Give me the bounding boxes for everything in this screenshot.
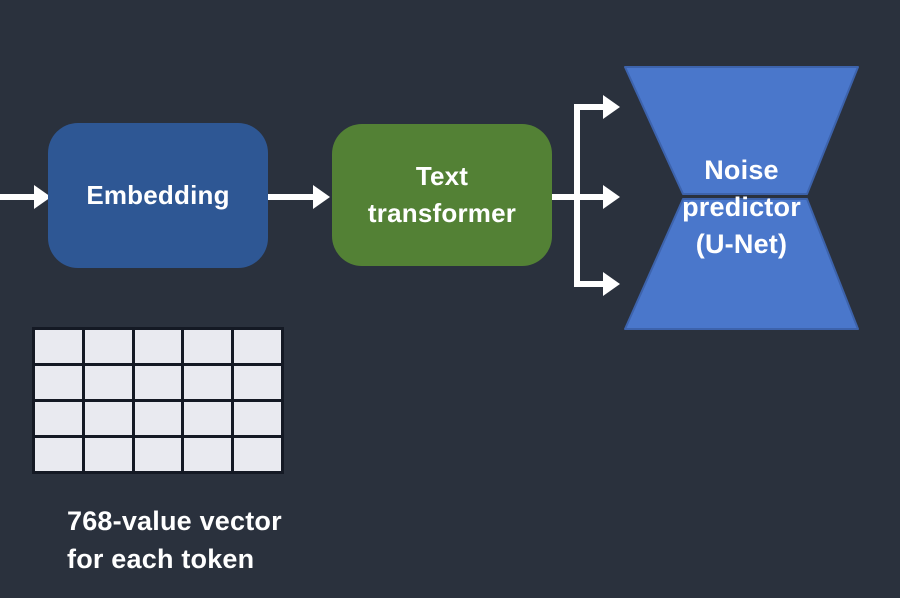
vector-grid-cell bbox=[35, 366, 82, 399]
vector-grid-cell bbox=[134, 438, 182, 471]
vector-grid-cell bbox=[234, 438, 281, 471]
vector-grid-cell bbox=[35, 402, 82, 435]
funnel-bottom-trapezoid bbox=[624, 198, 859, 330]
vector-grid-cell bbox=[84, 366, 132, 399]
vector-grid-cell bbox=[184, 438, 232, 471]
vector-grid-cell bbox=[134, 330, 182, 363]
noise-predictor-label-line1: Noise bbox=[704, 155, 779, 185]
noise-predictor-shape bbox=[624, 66, 859, 330]
vector-grid-cell bbox=[84, 402, 132, 435]
branch-arrow-top bbox=[577, 95, 620, 119]
branch-arrow-middle bbox=[577, 185, 620, 209]
noise-predictor-label-line3: (U-Net) bbox=[695, 229, 788, 259]
vector-grid-cell bbox=[134, 402, 182, 435]
node-text-transformer-label-line2: transformer bbox=[367, 198, 517, 228]
vector-grid-cell bbox=[35, 438, 82, 471]
embedding-to-transformer-arrow bbox=[268, 185, 330, 209]
funnel-top-trapezoid bbox=[624, 66, 859, 195]
node-embedding: Embedding bbox=[48, 123, 268, 268]
vector-caption: 768-value vector for each token bbox=[67, 502, 282, 578]
vector-caption-line1: 768-value vector bbox=[67, 506, 282, 536]
vector-grid bbox=[32, 327, 284, 474]
noise-predictor-label-line2: predictor bbox=[682, 192, 801, 222]
vector-grid-cell bbox=[184, 402, 232, 435]
vector-grid-cell bbox=[35, 330, 82, 363]
vector-grid-cell bbox=[134, 366, 182, 399]
node-noise-predictor-label: Noise predictor (U-Net) bbox=[625, 152, 858, 263]
vector-grid-cell bbox=[234, 330, 281, 363]
branch-arrow-bottom bbox=[577, 272, 620, 296]
node-embedding-label: Embedding bbox=[86, 180, 230, 210]
vector-grid-cell bbox=[184, 366, 232, 399]
branch-connector bbox=[552, 104, 580, 287]
vector-grid-cell bbox=[184, 330, 232, 363]
vector-grid-cell bbox=[84, 330, 132, 363]
vector-grid-cell bbox=[234, 402, 281, 435]
vector-caption-line2: for each token bbox=[67, 544, 255, 574]
node-text-transformer-label-line1: Text bbox=[415, 161, 469, 191]
vector-grid-cell bbox=[234, 366, 281, 399]
vector-grid-cell bbox=[84, 438, 132, 471]
node-text-transformer: Text transformer bbox=[332, 124, 552, 266]
input-arrow bbox=[0, 185, 51, 209]
